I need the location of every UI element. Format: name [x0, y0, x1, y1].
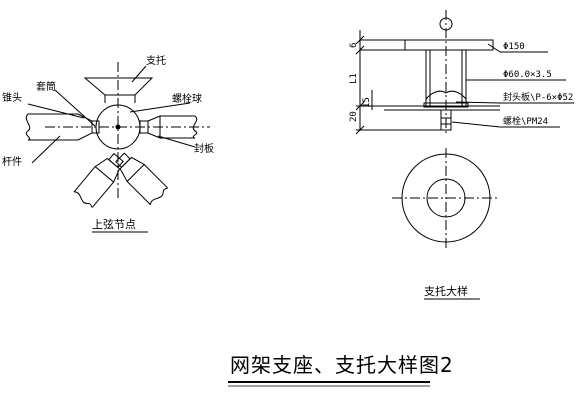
lower-right-member — [73, 152, 124, 208]
caption-upper-chord-node: 上弦节点 — [92, 217, 136, 231]
leader-rod — [31, 135, 61, 164]
drawing-title: 网架支座、支托大样图2 — [230, 353, 454, 377]
dim-15: 15 — [362, 97, 372, 108]
end-plate-weld — [425, 90, 467, 106]
label-seal-plate: 封板 — [194, 142, 214, 155]
dim-20: 20 — [349, 111, 359, 122]
bolt-shank — [440, 109, 452, 131]
label-rod: 杆件 — [2, 156, 22, 168]
label-bolt: 螺栓\PM24 — [503, 115, 548, 127]
dim-tick-2 — [355, 45, 365, 55]
label-tube: Φ60.0×3.5 — [503, 70, 552, 80]
dim-top-small: 6 — [349, 43, 359, 48]
dim-tick-1 — [355, 35, 365, 45]
leader-sleeve — [54, 89, 96, 127]
label-bolt-ball: 螺栓球 — [172, 92, 202, 105]
leader-cone-head — [27, 103, 85, 119]
label-plate-diameter: Φ150 — [503, 42, 525, 52]
right-rod-break — [192, 115, 198, 139]
right-cone-head — [147, 115, 161, 139]
leader-seal-plate — [157, 135, 196, 148]
leader-support — [131, 65, 147, 83]
label-sleeve: 套筒 — [36, 80, 56, 93]
leader-end-plate — [455, 101, 501, 104]
caption-support-detail: 支托大样 — [424, 284, 468, 298]
left-rod-break — [25, 113, 31, 141]
upper-chord-node-view — [25, 62, 210, 208]
label-end-plate: 封头板\P-6×Φ52 — [503, 91, 573, 103]
lower-left-member — [115, 152, 168, 206]
support-detail-view — [355, 10, 574, 250]
dim-tick-3 — [355, 101, 365, 111]
end-plate — [423, 102, 469, 108]
top-plate — [404, 39, 494, 51]
dim-tick-4 — [355, 125, 365, 135]
label-cone-head: 锥头 — [2, 92, 22, 104]
right-sleeve — [139, 120, 149, 134]
leader-plate-dia — [487, 43, 501, 53]
left-sleeve — [91, 120, 100, 134]
dim-l1: L1 — [349, 73, 359, 84]
label-support: 支托 — [146, 54, 166, 67]
leader-bolt — [451, 121, 501, 128]
leader-bolt-ball — [129, 102, 191, 113]
